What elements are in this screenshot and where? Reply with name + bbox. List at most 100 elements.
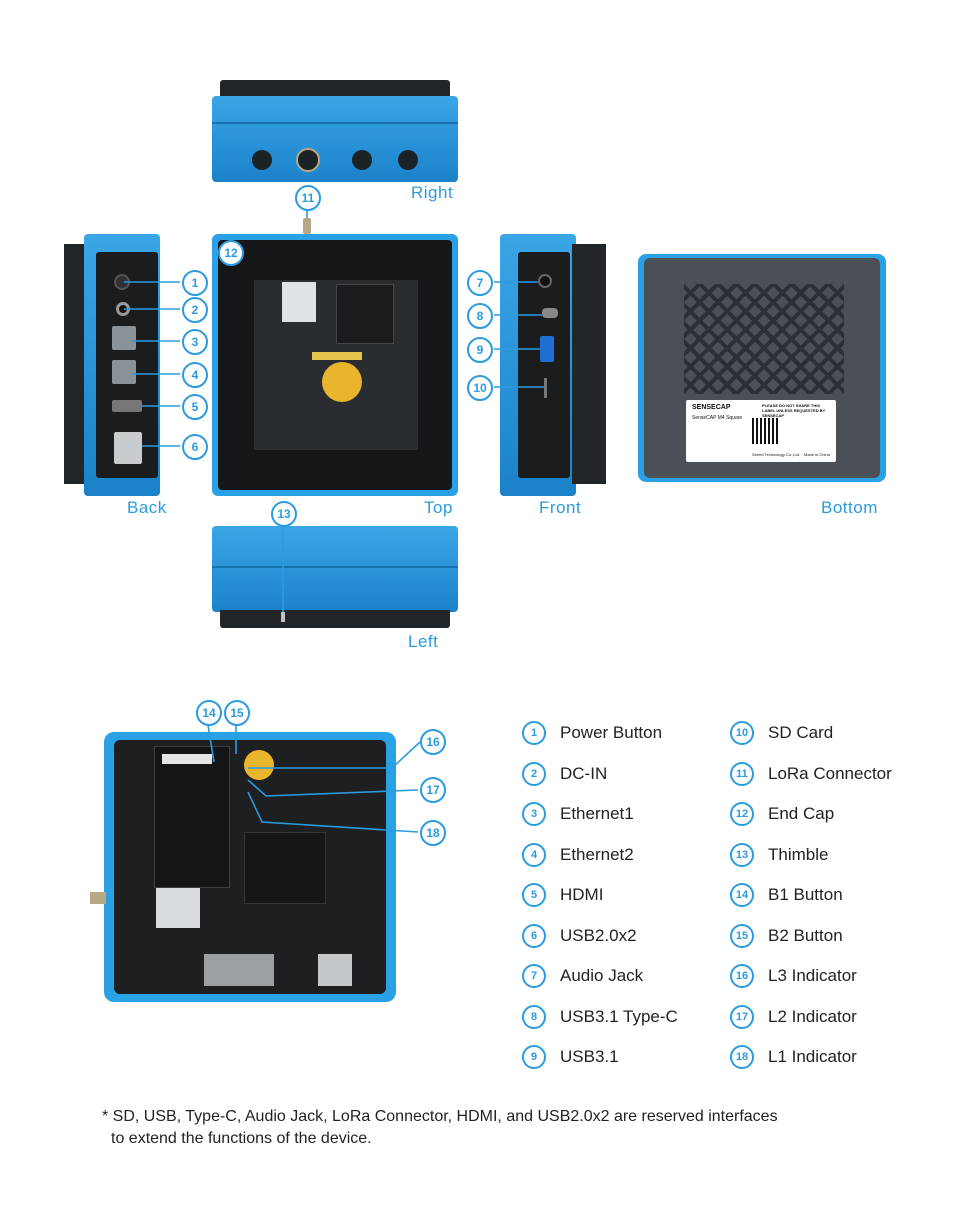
lora-module-sticker [162, 754, 212, 764]
left-view-body [212, 526, 458, 612]
top-view-module [282, 282, 316, 322]
label-maker: Seeed Technology Co.,Ltd. [752, 452, 800, 457]
audio-jack [538, 274, 552, 288]
top-view-sticker [312, 352, 362, 360]
legend-label: Ethernet2 [560, 844, 634, 864]
bottom-view-label: SENSECAP PLEASE DO NOT SHARE THIS LABEL … [686, 400, 836, 462]
back-view [64, 234, 160, 496]
right-view-hole [398, 150, 418, 170]
legend-number: 15 [730, 923, 754, 948]
legend-number: 9 [522, 1045, 546, 1069]
legend-item: 10 SD Card [730, 720, 833, 746]
label-qr-code [752, 418, 778, 444]
legend-number: 1 [522, 721, 546, 745]
legend-number: 3 [522, 802, 546, 826]
callout-5: 5 [182, 394, 208, 420]
front-view-side [572, 244, 606, 484]
callout-17: 17 [420, 777, 446, 803]
legend-label: L3 Indicator [768, 966, 857, 985]
legend-item: 12 End Cap [730, 801, 834, 827]
legend-number: 14 [730, 883, 754, 907]
internal-heatsink [244, 832, 326, 904]
legend-number: 6 [522, 923, 546, 948]
callout-1: 1 [182, 270, 208, 296]
legend-label: LoRa Connector [768, 763, 892, 783]
internal-antenna-connector [90, 892, 106, 904]
bottom-view: SENSECAP PLEASE DO NOT SHARE THIS LABEL … [638, 254, 886, 482]
callout-11: 11 [295, 185, 321, 211]
callout-9: 9 [467, 337, 493, 363]
view-label-bottom: Bottom [821, 498, 878, 517]
left-view-seam [212, 566, 458, 568]
legend-number: 13 [730, 842, 754, 867]
front-view [500, 234, 606, 496]
legend-item: 15 B2 Button [730, 923, 843, 949]
lora-connector-port [296, 148, 320, 172]
legend-item: 14 B1 Button [730, 882, 843, 908]
left-view-bottom-edge [220, 610, 450, 628]
power-button [114, 274, 130, 290]
usb2-ports [114, 432, 142, 464]
legend-item: 17 L2 Indicator [730, 1004, 857, 1030]
legend-label: Audio Jack [560, 966, 644, 985]
legend-label: USB2.0x2 [560, 925, 637, 945]
legend-label: L1 Indicator [768, 1047, 857, 1066]
legend-number: 16 [730, 964, 754, 988]
callout-8: 8 [467, 303, 493, 329]
dc-in-port [116, 302, 130, 316]
footnote: * SD, USB, Type-C, Audio Jack, LoRa Conn… [102, 1106, 882, 1150]
legend-number: 10 [730, 721, 754, 745]
legend-number: 17 [730, 1004, 754, 1029]
usb3-port [540, 336, 554, 362]
legend-label: B1 Button [768, 885, 843, 904]
legend-label: B2 Button [768, 925, 843, 945]
right-view-body [212, 96, 458, 182]
top-view [212, 234, 458, 496]
callout-4: 4 [182, 362, 208, 388]
legend-label: End Cap [768, 804, 835, 823]
sd-card-slot [544, 378, 547, 398]
callout-7: 7 [467, 270, 493, 296]
usb-typec-port [542, 308, 558, 318]
ethernet1-port [112, 326, 136, 350]
callout-18: 18 [420, 820, 446, 846]
legend-number: 18 [730, 1045, 754, 1069]
legend-number: 12 [730, 802, 754, 826]
legend-number: 8 [522, 1004, 546, 1029]
right-view-hole [252, 150, 272, 170]
internal-battery [244, 750, 274, 780]
legend-label: USB3.1 Type-C [560, 1006, 678, 1026]
label-model: SenseCAP M4 Square [692, 415, 743, 421]
legend-label: SD Card [768, 723, 834, 742]
internal-view [90, 732, 396, 1002]
thimble-pin [281, 612, 285, 622]
legend-number: 5 [522, 883, 546, 907]
top-view-battery [322, 362, 362, 402]
legend-number: 2 [522, 761, 546, 786]
callout-13: 13 [271, 501, 297, 527]
view-label-front: Front [539, 498, 582, 517]
legend-item: 18 L1 Indicator [730, 1044, 857, 1070]
legend-item: 8 USB3.1 Type-C [522, 1004, 678, 1030]
lora-module [154, 746, 230, 888]
view-label-back: Back [127, 498, 167, 517]
legend-item: 2 DC-IN [522, 761, 607, 787]
legend-label: Power Button [560, 723, 663, 742]
front-view-panel [518, 252, 570, 478]
legend-label: DC-IN [560, 763, 608, 783]
callout-3: 3 [182, 329, 208, 355]
callout-2: 2 [182, 297, 208, 323]
callout-16: 16 [420, 729, 446, 755]
callout-6: 6 [182, 434, 208, 460]
legend-label: L2 Indicator [768, 1006, 857, 1026]
internal-wifi-module [156, 888, 200, 928]
internal-ethernet-ports [204, 954, 274, 986]
view-label-right: Right [411, 183, 454, 202]
right-view-seam [212, 122, 458, 124]
callout-10: 10 [467, 375, 493, 401]
